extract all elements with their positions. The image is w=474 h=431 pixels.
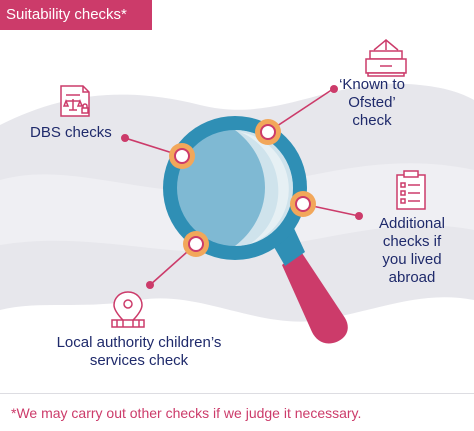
dot-ofsted — [330, 85, 338, 93]
location-pin-building-icon — [111, 291, 145, 328]
filing-tray-icon — [365, 39, 407, 77]
footnote-divider — [0, 393, 474, 394]
magnifying-glass-icon — [163, 116, 348, 344]
hotspots — [169, 119, 316, 257]
label-known-to-ofsted: ‘Known to Ofsted’ check — [326, 76, 418, 130]
document-scales-icon — [60, 85, 90, 117]
label-dbs-checks: DBS checks — [30, 124, 112, 141]
label-additional-checks-abroad: Additional checks if you lived abroad — [372, 215, 452, 287]
dot-abroad — [355, 212, 363, 220]
label-line: Ofsted’ — [348, 94, 396, 111]
magnifier-handle — [282, 250, 348, 344]
label-line: Local authority children’s — [56, 334, 222, 351]
label-line: you lived — [382, 251, 442, 268]
dot-dbs — [121, 134, 129, 142]
hotspot-ofsted — [255, 119, 281, 145]
clipboard-checklist-icon — [396, 170, 426, 210]
connector-dots — [121, 85, 363, 289]
label-line: Additional — [379, 215, 445, 232]
label-local-authority-check: Local authority children’s services chec… — [40, 334, 238, 370]
footnote: *We may carry out other checks if we jud… — [11, 405, 362, 421]
hotspot-local — [183, 231, 209, 257]
label-line: check — [352, 112, 392, 129]
label-line: abroad — [388, 269, 436, 286]
dot-local — [146, 281, 154, 289]
hotspot-abroad — [290, 191, 316, 217]
page-title: Suitability checks* — [0, 0, 152, 30]
hotspot-dbs — [169, 143, 195, 169]
label-line: ‘Known to — [339, 76, 405, 93]
magnifier-lens-shine — [240, 132, 289, 244]
label-line: services check — [89, 352, 189, 369]
label-line: checks if — [382, 233, 442, 250]
